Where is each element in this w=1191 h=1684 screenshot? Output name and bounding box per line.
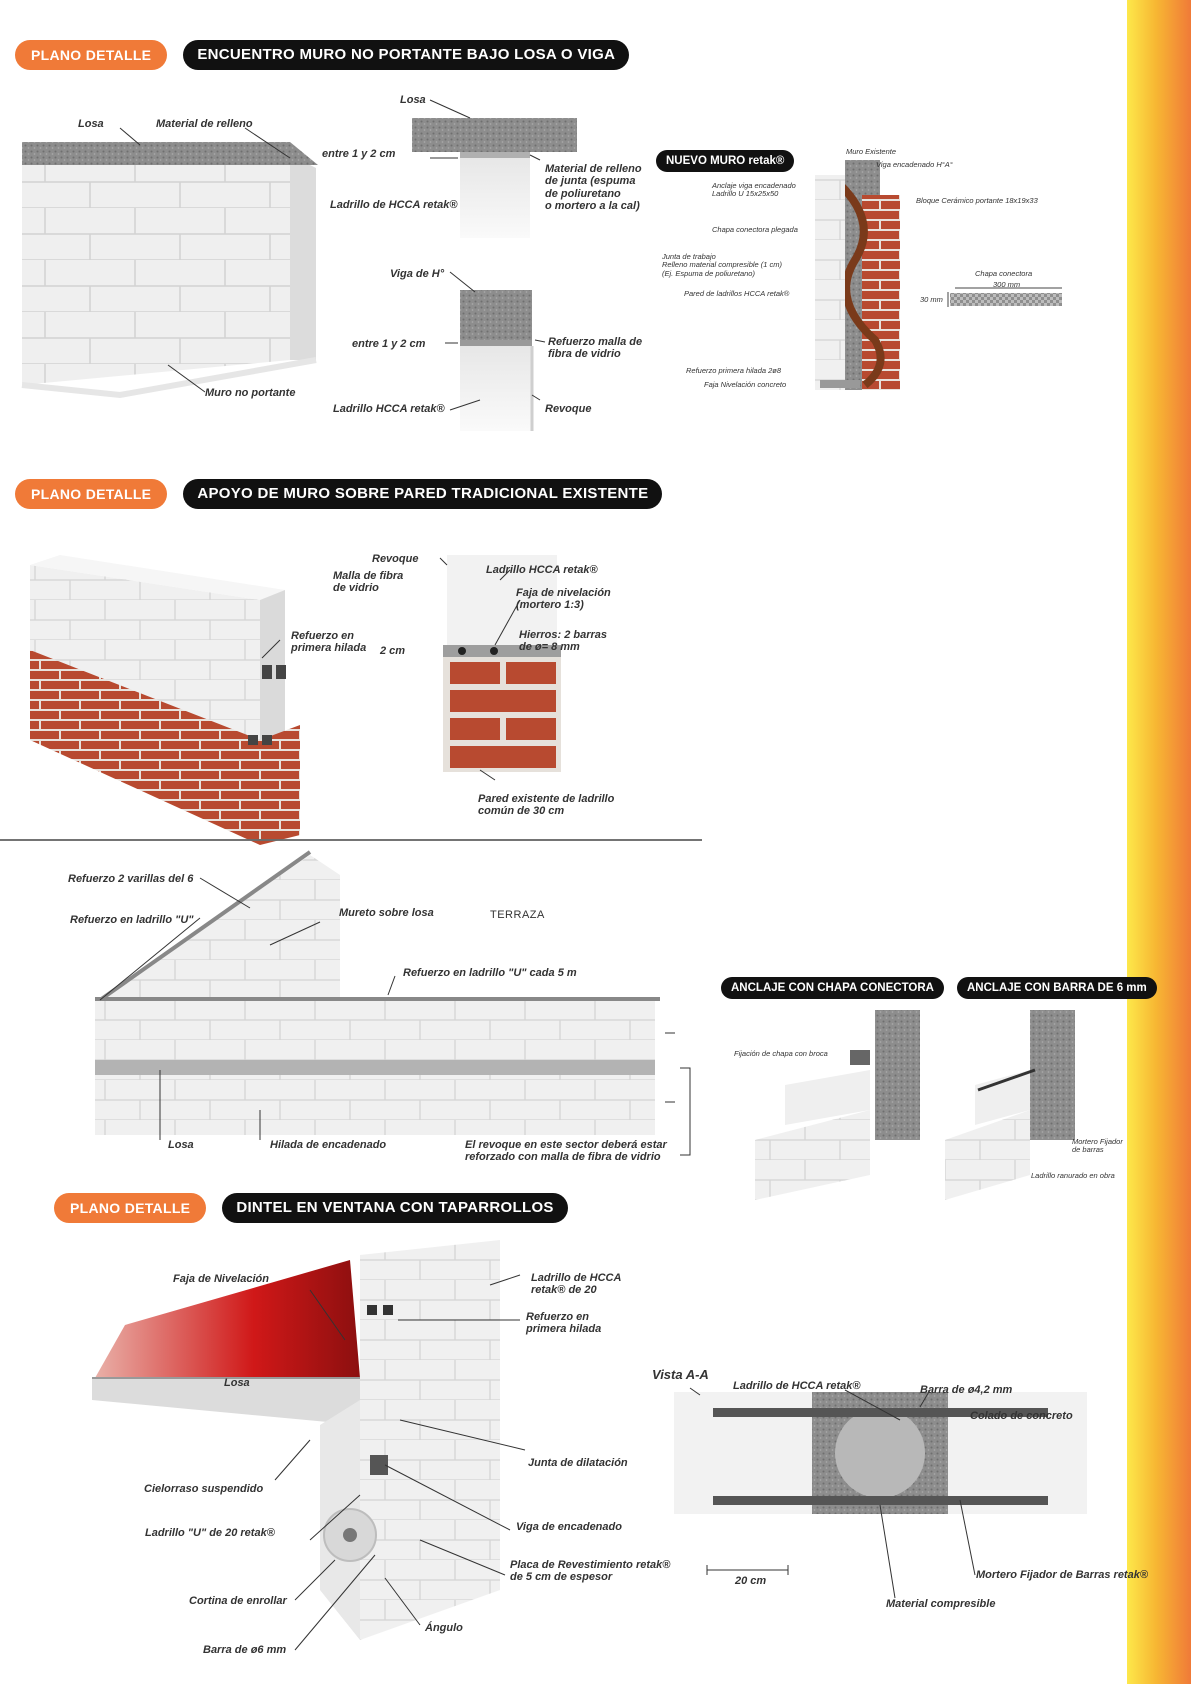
label-material-junta: Material de relleno de junta (espuma de … <box>545 163 642 212</box>
label-losa-detail: Losa <box>400 94 426 106</box>
label-refuerzo-malla: Refuerzo malla de fibra de vidrio <box>548 336 643 361</box>
label-hierros: Hierros: 2 barras de ø= 8 mm <box>519 629 608 654</box>
label-mureto: Mureto sobre losa <box>339 907 434 919</box>
label-anclaje-viga: Anclaje viga encadenado Ladrillo U 15x25… <box>712 181 796 199</box>
label-barra-6mm: Barra de ø6 mm <box>203 1644 287 1656</box>
title-section4: DINTEL EN VENTANA CON TAPARROLLOS <box>222 1193 568 1223</box>
wall-on-existing-brick-illustration <box>30 555 300 845</box>
label-chapa-plegada: Chapa conectora plegada <box>712 225 798 234</box>
header-section1: PLANO DETALLE ENCUENTRO MURO NO PORTANTE… <box>15 40 630 70</box>
header-section2: PLANO DETALLE APOYO DE MURO SOBRE PARED … <box>15 479 663 509</box>
header-section4: PLANO DETALLE DINTEL EN VENTANA CON TAPA… <box>54 1193 568 1223</box>
label-revoque: Revoque <box>372 553 419 565</box>
tag-anclaje-barra: ANCLAJE CON BARRA DE 6 mm <box>957 977 1157 999</box>
label-ladrillo-hcca: Ladrillo de HCCA retak® <box>733 1380 861 1392</box>
label-junta-trabajo: Junta de trabajo Relleno material compre… <box>662 252 783 278</box>
label-placa-revestimiento: Placa de Revestimiento retak® de 5 cm de… <box>510 1559 671 1584</box>
label-ladrillo-ranurado: Ladrillo ranurado en obra <box>1031 1171 1115 1180</box>
label-hilada: Hilada de encadenado <box>270 1139 387 1151</box>
title-section1: ENCUENTRO MURO NO PORTANTE BAJO LOSA O V… <box>183 40 630 70</box>
label-junta-dilatacion: Junta de dilatación <box>528 1457 628 1469</box>
label-mortero-fijador: Mortero Fijador de Barras retak® <box>976 1569 1148 1581</box>
dim-300mm: 300 mm <box>993 280 1021 289</box>
label-terraza: TERRAZA <box>490 909 545 921</box>
label-refuerzo-u: Refuerzo en ladrillo "U" <box>70 914 194 926</box>
label-refuerzo-primera: Refuerzo en primera hilada <box>526 1311 602 1336</box>
label-refuerzo-u-5m: Refuerzo en ladrillo "U" cada 5 m <box>403 967 577 979</box>
label-muro-existente: Muro Existente <box>846 147 897 156</box>
decorative-gradient-stripe <box>1127 0 1191 1684</box>
label-losa: Losa <box>224 1377 250 1389</box>
label-malla: Malla de fibra de vidrio <box>333 570 404 595</box>
label-refuerzo-primera: Refuerzo en primera hilada <box>291 630 367 655</box>
label-ladrillo-u: Ladrillo "U" de 20 retak® <box>145 1527 275 1539</box>
label-faja: Faja de nivelación (mortero 1:3) <box>516 587 611 612</box>
badge-plano-detalle: PLANO DETALLE <box>54 1193 207 1223</box>
tag-anclaje-chapa: ANCLAJE CON CHAPA CONECTORA <box>721 977 944 999</box>
label-chapa-conectora: Chapa conectora <box>975 269 1033 278</box>
window-lintel-illustration <box>92 1240 500 1640</box>
label-colado-concreto: Colado de concreto <box>970 1410 1073 1422</box>
label-fijacion-chapa: Fijación de chapa con broca <box>734 1049 828 1058</box>
tag-nuevo-muro: NUEVO MURO retak® <box>656 150 795 172</box>
label-refuerzo-varillas: Refuerzo 2 varillas del 6 <box>68 873 194 885</box>
label-material-relleno: Material de relleno <box>156 118 253 130</box>
label-muro-no-portante: Muro no portante <box>205 387 296 399</box>
terrace-parapet-illustration <box>95 850 691 1156</box>
wall-on-brick-section-detail <box>443 555 561 772</box>
label-entre-1-2-cm: entre 1 y 2 cm <box>322 148 396 160</box>
label-barra-4-2mm: Barra de ø4,2 mm <box>920 1384 1013 1396</box>
label-faja-nivelacion: Faja de Nivelación <box>173 1273 269 1285</box>
dim-20cm: 20 cm <box>735 1575 767 1587</box>
anchor-bar-illustration <box>945 1010 1075 1200</box>
label-viga-h: Viga de H° <box>390 268 445 280</box>
connector-plate-swatch <box>950 293 1062 306</box>
label-revoque: Revoque <box>545 403 592 415</box>
label-mortero-fijador: Mortero Fijador de barras <box>1072 1137 1123 1155</box>
label-bloque-ceramico: Bloque Cerámico portante 18x19x33 <box>916 196 1038 205</box>
label-pared-ladrillos: Pared de ladrillos HCCA retak® <box>684 289 790 298</box>
label-entre-1-2-cm-2: entre 1 y 2 cm <box>352 338 426 350</box>
label-cortina: Cortina de enrollar <box>189 1595 287 1607</box>
title-vista-a-a: Vista A-A <box>652 1367 709 1382</box>
new-wall-retak-illustration <box>815 160 900 390</box>
beam-joint-detail-bottom <box>460 290 534 431</box>
label-angulo: Ángulo <box>425 1622 463 1634</box>
label-losa: Losa <box>78 118 104 130</box>
label-viga-encadenado: Viga encadenado H°A° <box>876 160 953 169</box>
wall-under-slab-illustration <box>21 142 318 399</box>
label-ladrillo-hcca-1: Ladrillo de HCCA retak® <box>330 199 458 211</box>
label-cielorraso: Cielorraso suspendido <box>144 1483 264 1495</box>
badge-plano-detalle: PLANO DETALLE <box>15 40 168 70</box>
label-losa: Losa <box>168 1139 194 1151</box>
dim-30mm: 30 mm <box>920 295 943 304</box>
label-refuerzo-hilada: Refuerzo primera hilada 2ø8 <box>686 366 782 375</box>
anchor-plate-illustration <box>755 1010 920 1200</box>
badge-plano-detalle: PLANO DETALLE <box>15 479 168 509</box>
label-viga-encadenado: Viga de encadenado <box>516 1521 622 1533</box>
label-ladrillo-hcca: Ladrillo HCCA retak® <box>486 564 598 576</box>
dim-2cm: 2 cm <box>380 645 406 657</box>
section-a-a-illustration <box>674 1392 1087 1575</box>
label-ladrillo-20: Ladrillo de HCCA retak® de 20 <box>531 1272 622 1297</box>
label-ladrillo-hcca-2: Ladrillo HCCA retak® <box>333 403 445 415</box>
label-faja-nivelacion: Faja Nivelación concreto <box>704 380 787 389</box>
slab-joint-detail-top <box>412 118 577 238</box>
label-revoque-note: El revoque en este sector deberá estar r… <box>465 1139 667 1164</box>
label-pared-existente: Pared existente de ladrillo común de 30 … <box>478 793 615 818</box>
label-material-compresible: Material compresible <box>886 1598 996 1610</box>
title-section2: APOYO DE MURO SOBRE PARED TRADICIONAL EX… <box>183 479 663 509</box>
